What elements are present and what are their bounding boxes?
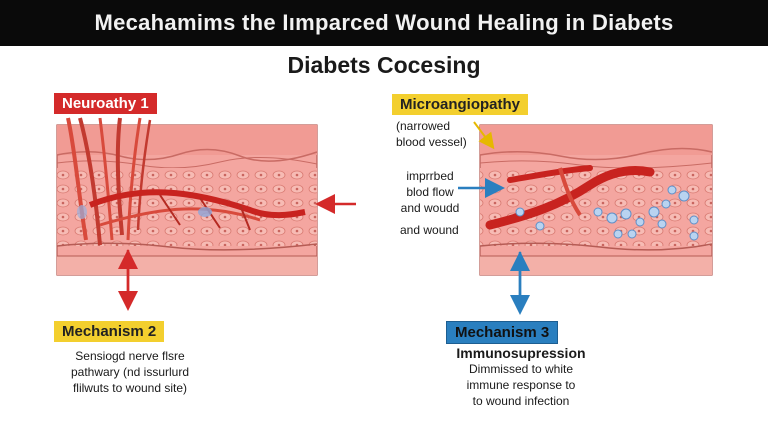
description-line: immune response to	[466, 378, 576, 392]
nerve-fibers	[66, 117, 306, 246]
mechanism-2-description: Sensiogd nerve flsre pathwary (nd issurl…	[40, 348, 220, 396]
note-line: blood vessel)	[396, 135, 467, 149]
note-line: (narrowed	[396, 119, 451, 133]
diagram-subtitle: Diabets Cocesing	[287, 52, 481, 78]
mechanism-2-tag: Mechanism 2	[54, 321, 165, 342]
description-line: Dimmissed to white	[468, 362, 574, 376]
title-bar: Mecahamims the Iımparced Wound Healing i…	[0, 0, 768, 46]
page-title: Mecahamims the Iımparced Wound Healing i…	[94, 10, 674, 35]
mechanism-3-description: Immunosupression Dimmissed to white immu…	[436, 345, 606, 409]
mechanism-3-tag: Mechanism 3	[446, 321, 559, 344]
mechanism-3-heading: Immunosupression	[456, 345, 586, 361]
note-line: and woudd	[400, 201, 460, 215]
wound-note: and wound	[400, 223, 459, 237]
note-line: blod flow	[406, 185, 454, 199]
description-line: flilwuts to wound site)	[72, 381, 188, 395]
right-tissue-block	[479, 124, 713, 276]
description-line: pathwary (nd issurlurd	[70, 365, 190, 379]
description-line: to wound infection	[472, 394, 570, 408]
immune-cells	[515, 185, 699, 241]
note-line: imprrbed	[406, 169, 454, 183]
neuropathy-tag: Neuroathy 1	[54, 93, 157, 114]
narrowed-blood-vessel	[485, 165, 655, 230]
vessel-note: (narrowed blood vessel)	[396, 118, 467, 150]
description-line: Sensiogd nerve flsre	[75, 349, 185, 363]
vessel-pointer-arrow	[473, 121, 495, 150]
flow-note: imprrbed blod flow and woudd	[392, 168, 468, 216]
microangiopathy-tag: Microangiopathy	[392, 94, 529, 115]
